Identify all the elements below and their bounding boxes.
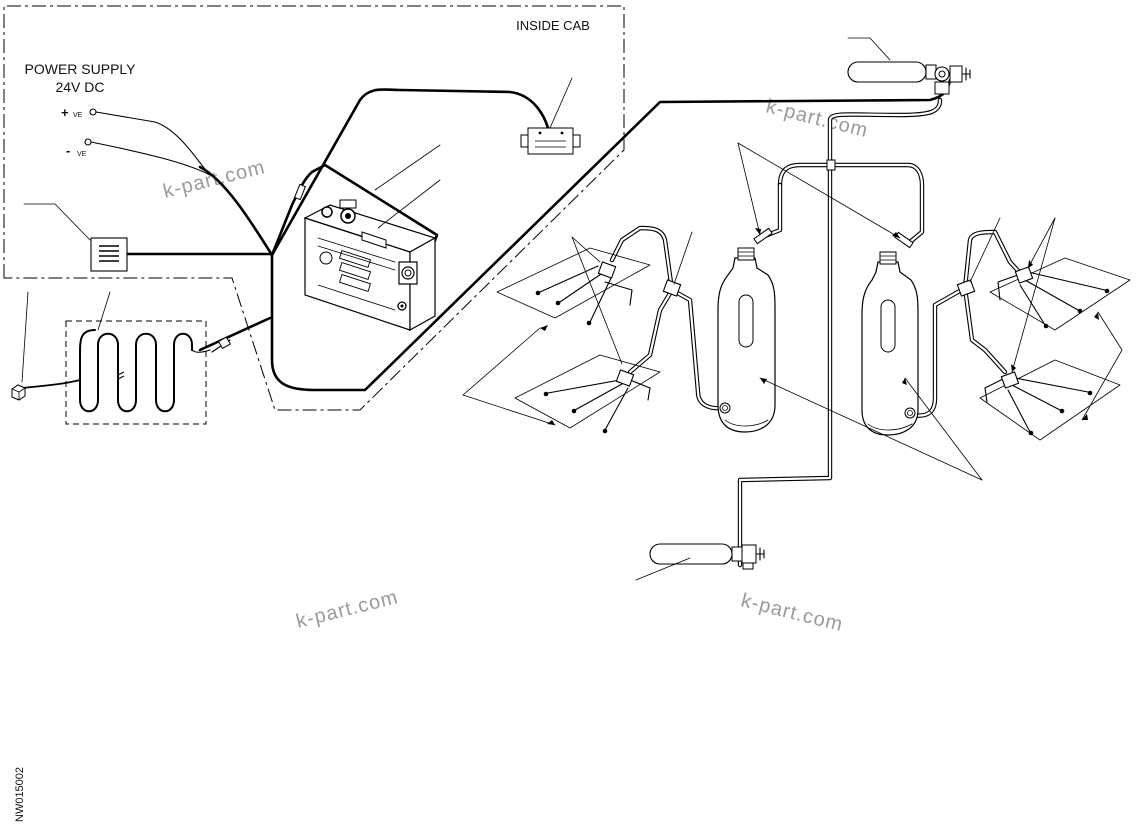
pipe-network bbox=[609, 97, 1025, 568]
watermark-4: k-part.com bbox=[739, 590, 846, 637]
power-terminals bbox=[84, 108, 211, 176]
positive-terminal-sign: + bbox=[61, 105, 69, 120]
drawing-number: NW015002 bbox=[14, 767, 26, 822]
extinguisher-cylinder-right bbox=[861, 251, 919, 436]
actuator-cartridge-lower bbox=[649, 543, 765, 570]
tee-fitting-left bbox=[662, 279, 682, 297]
power-supply-label-line1: POWER SUPPLY bbox=[25, 61, 137, 77]
cab-boundary bbox=[3, 5, 625, 411]
tee-fitting-right bbox=[956, 279, 976, 297]
power-supply-label-line2: 24V DC bbox=[55, 79, 104, 95]
leader-lines bbox=[21, 37, 1123, 581]
actuator-cartridge-upper bbox=[847, 61, 971, 95]
watermark-1: k-part.com bbox=[161, 156, 268, 203]
nozzle-group-left-lower bbox=[514, 354, 661, 434]
nozzle-group-right-lower bbox=[979, 359, 1121, 441]
temperature-sensor bbox=[11, 384, 26, 401]
nozzle-group-right-upper bbox=[989, 257, 1131, 331]
inside-cab-label: INSIDE CAB bbox=[516, 18, 590, 33]
burst-disc-fittings bbox=[753, 227, 914, 249]
negative-terminal-label: VE bbox=[77, 151, 87, 158]
harness-connector-upper bbox=[293, 183, 307, 201]
extinguisher-cylinder-left bbox=[717, 247, 776, 433]
positive-terminal-label: VE bbox=[73, 112, 83, 119]
leader-arrowheads bbox=[540, 228, 1099, 425]
tee-junction bbox=[826, 159, 836, 171]
nozzle-group-left-upper bbox=[496, 247, 651, 326]
watermark-2: k-part.com bbox=[764, 96, 871, 143]
watermark-3: k-part.com bbox=[294, 586, 401, 633]
control-unit bbox=[303, 199, 437, 332]
power-switch-box bbox=[90, 237, 128, 272]
negative-terminal-sign: - bbox=[66, 143, 70, 158]
harness-connector-lower bbox=[211, 336, 232, 353]
inline-fuse-connector bbox=[520, 127, 581, 155]
heater-element bbox=[21, 320, 211, 425]
